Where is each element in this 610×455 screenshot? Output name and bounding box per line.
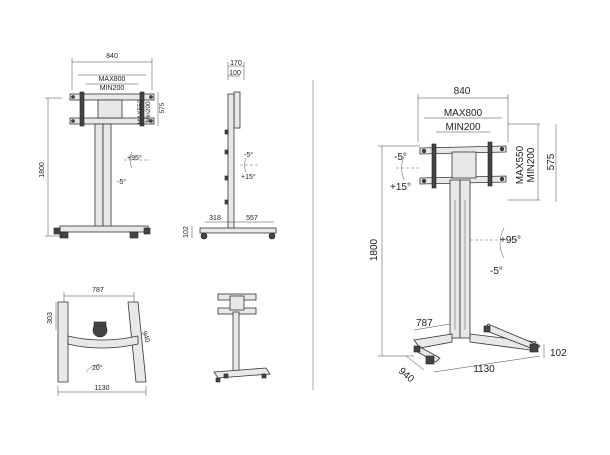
side-base-height-label: 102 [183,226,190,238]
iso-base-total-label: 1130 [473,364,495,375]
top-diag-label: 940 [140,330,151,343]
front-view: 840 MAX800 MIN200 MAX550 Min200 575 [39,53,166,239]
iso-max-height-label: MAX550 [515,145,526,184]
small-plate [229,295,245,311]
iso-min-height-label: MIN200 [526,147,537,182]
iso-tilt-arc [401,155,405,181]
front-min-width-label: MIN200 [100,85,125,92]
front-tilt-down-label: -5° [117,178,126,186]
front-rotation-arc [129,151,133,169]
iso-tilt-up-label: +15° [390,182,411,193]
side-tilt-arc [244,157,247,173]
side-mount-bracket [233,91,241,129]
front-mount-plate [97,99,123,119]
front-height-label: 1800 [39,162,46,178]
iso-width-label: 840 [454,86,471,97]
side-wheel-left [200,232,208,240]
side-tilt-up-label: +15° [241,173,256,181]
side-base-right-label: 557 [246,215,258,222]
iso-upper-rail [419,145,507,155]
small-pole [232,311,240,373]
iso-base-width-label: 787 [416,318,433,329]
front-wheel-right [129,231,139,239]
front-vesa-height-label: 575 [159,102,166,113]
top-total-label: 1130 [94,385,109,392]
side-base [199,227,277,234]
iso-wheel-front-left [425,355,435,365]
side-pole [227,93,235,233]
side-base-left-label: 318 [209,215,221,222]
small-iso-view [213,293,271,383]
front-pole-left [94,123,104,229]
iso-tilt-down-label: -5° [394,152,407,163]
top-width-label: 787 [92,287,104,294]
side-tilt-down-label: -5° [244,151,253,159]
top-view: 787 303 940 20° 1130 [47,287,151,396]
top-angle-label: 20° [92,364,103,372]
front-pole-right [102,123,112,229]
iso-min-width-label: MIN200 [445,122,480,133]
front-min-height-label: Min200 [145,101,152,123]
iso-arm-left [431,143,437,189]
iso-base-front-left [413,333,453,349]
side-top-label: 170 [230,60,242,67]
front-max-width-label: MAX800 [99,76,126,83]
side-second-label: 100 [229,70,241,77]
front-tilt-up-label: +95° [127,154,142,162]
front-max-height-label: MAX550 [137,99,144,124]
small-base [213,367,271,379]
iso-rot-down-label: -5° [490,266,503,277]
large-iso-view: 840 MAX800 MIN200 MAX550 MIN200 575 -5° … [369,86,567,385]
top-leg-left [57,301,69,383]
iso-max-width-label: MAX800 [444,108,483,119]
iso-arm-right [487,141,493,187]
iso-base-diag-label: 940 [396,366,416,385]
iso-vesa-height-label: 575 [546,153,557,170]
front-width-label: 840 [106,53,118,60]
side-wheel-right [268,232,276,240]
top-crossbar [67,335,139,349]
iso-wheel-front-right [529,343,539,353]
top-depth-label: 303 [47,312,54,324]
iso-height-label: 1800 [369,238,380,261]
front-wheel-left [59,231,69,239]
side-view: 170 100 -5° +15° 318 557 102 [183,60,277,240]
iso-rot-up-label: +95° [500,235,521,246]
front-base [59,225,149,233]
iso-rotation-arc [499,227,505,259]
iso-mount-plate [451,151,477,179]
iso-base-height-label: 102 [550,348,567,359]
